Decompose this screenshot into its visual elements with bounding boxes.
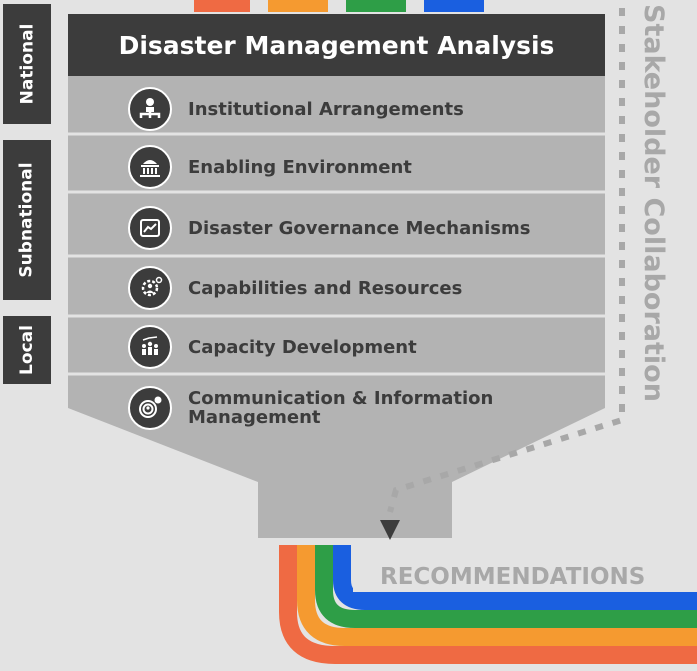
- component-label-capacity: Capacity Development: [188, 336, 417, 358]
- component-label-institutional: Institutional Arrangements: [188, 98, 464, 120]
- component-label-governance: Disaster Governance Mechanisms: [188, 217, 531, 239]
- component-row-enabling: Enabling Environment: [128, 142, 588, 192]
- document-chart-icon: [128, 206, 172, 250]
- diagram-title: Disaster Management Analysis: [118, 30, 555, 60]
- output-stream-blue: [333, 545, 697, 610]
- input-stripe-blue: [424, 0, 484, 12]
- component-row-capabilities: Capabilities and Resources: [128, 263, 588, 313]
- input-stripe-orange: [268, 0, 328, 12]
- level-label-subnational: Subnational: [17, 162, 37, 278]
- level-tab-subnational: Subnational: [3, 140, 51, 300]
- people-growth-icon: [128, 325, 172, 369]
- funnel-row-dividers: [68, 132, 605, 376]
- input-stripe-green: [346, 0, 406, 12]
- government-building-icon: [128, 145, 172, 189]
- component-row-communication: Communication & Information Management: [128, 383, 588, 433]
- output-stream-green: [315, 545, 697, 628]
- stakeholder-feedback-line: [387, 8, 625, 513]
- component-row-capacity: Capacity Development: [128, 322, 588, 372]
- level-tab-national: National: [3, 4, 51, 124]
- recommendations-label: RECOMMENDATIONS: [380, 564, 646, 590]
- component-label-capabilities: Capabilities and Resources: [188, 277, 463, 299]
- level-label-local: Local: [17, 325, 38, 375]
- level-tab-local: Local: [3, 316, 51, 384]
- stakeholder-collaboration-label: Stakeholder Collaboration: [638, 4, 669, 402]
- component-row-governance: Disaster Governance Mechanisms: [128, 203, 588, 253]
- output-stream-orange: [297, 545, 697, 646]
- component-row-institutional: Institutional Arrangements: [128, 84, 588, 134]
- broadcast-person-icon: [128, 386, 172, 430]
- component-label-communication: Communication & Information Management: [188, 388, 494, 428]
- org-chart-icon: [128, 87, 172, 131]
- component-label-enabling: Enabling Environment: [188, 156, 412, 178]
- output-stream-red: [279, 545, 697, 664]
- diagram-title-bar: Disaster Management Analysis: [68, 14, 605, 76]
- gears-people-icon: [128, 266, 172, 310]
- feedback-arrowhead: [380, 520, 400, 540]
- level-label-national: National: [17, 23, 38, 105]
- output-stream-mask: [353, 545, 697, 592]
- input-stripe-red: [194, 0, 250, 12]
